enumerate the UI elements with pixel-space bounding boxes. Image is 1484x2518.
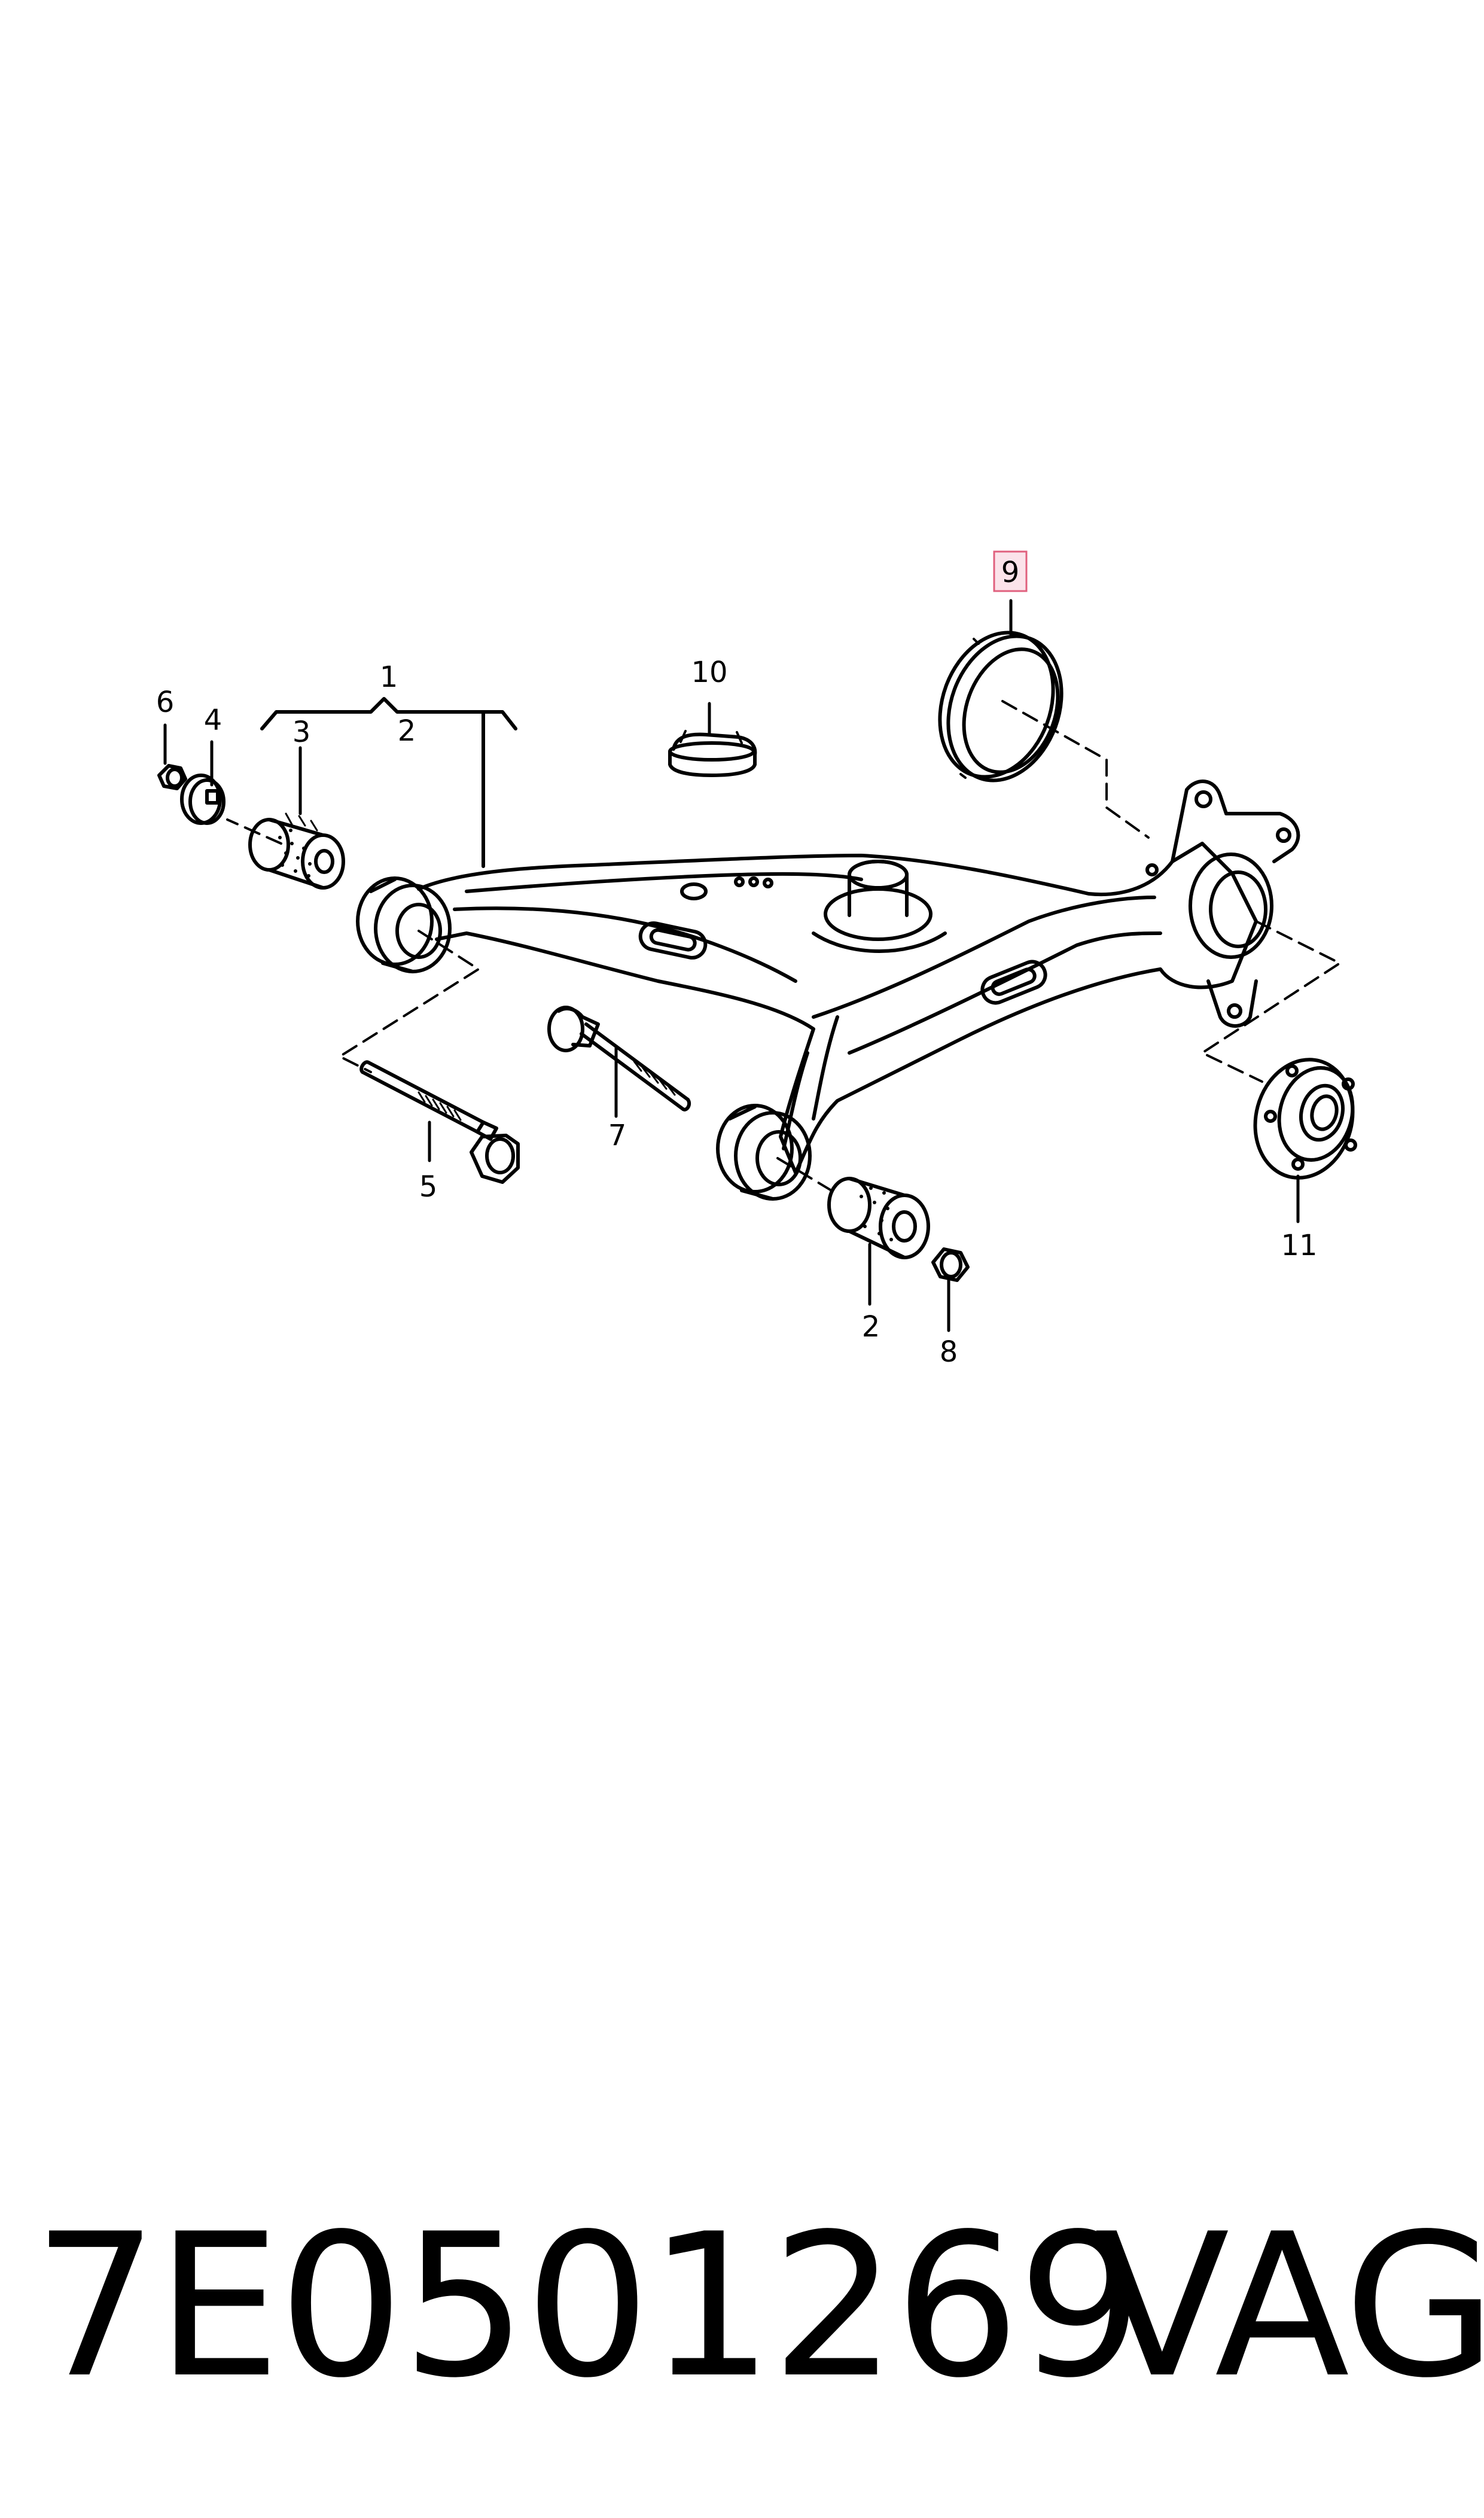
leader-lines (163, 599, 1300, 1332)
callout-8: 8 (940, 1335, 958, 1369)
callout-labels: 1 2 3 4 6 10 9 7 5 2 8 11 (156, 556, 1318, 1369)
wheel-hub (1253, 1058, 1357, 1180)
nut-right (931, 1247, 970, 1282)
callout-10: 10 (691, 656, 727, 689)
cover-ring (938, 631, 1064, 783)
bolt-long-center (547, 1006, 691, 1112)
callout-9: 9 (1001, 556, 1020, 589)
rubber-bushing-right (827, 1177, 930, 1259)
callout-6: 6 (156, 686, 175, 719)
bracket-group-1 (260, 697, 517, 868)
callout-5: 5 (419, 1170, 438, 1204)
callout-2-top: 2 (398, 714, 416, 748)
nut-small (157, 764, 187, 790)
brand-name: VAG (1095, 2191, 1484, 2421)
part-number: 7E0501269 (33, 2191, 1143, 2421)
callout-11: 11 (1281, 1229, 1317, 1262)
highlight-box-9 (993, 550, 1028, 592)
callout-7: 7 (608, 1119, 627, 1152)
trailing-arm (356, 780, 1300, 1201)
rubber-bushing-left (248, 812, 345, 890)
callout-3: 3 (292, 715, 311, 749)
callout-1: 1 (380, 660, 398, 694)
dashed-assembly-lines (226, 700, 1341, 1195)
washer (180, 774, 226, 825)
callout-2-bottom: 2 (862, 1310, 880, 1344)
bolt-long-lower-left (359, 1060, 520, 1184)
callout-4: 4 (204, 704, 223, 737)
plug-cap (668, 730, 757, 777)
